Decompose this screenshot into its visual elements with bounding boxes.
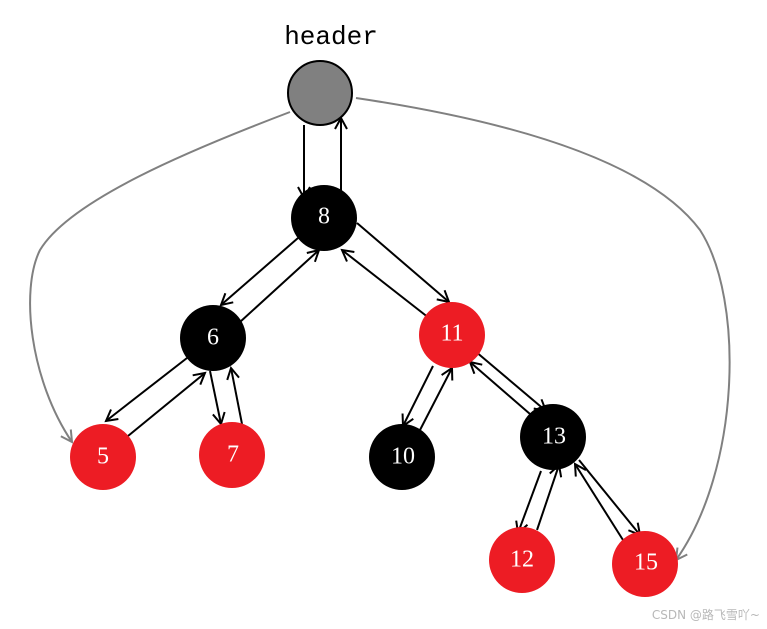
edge-6-to-5 bbox=[106, 357, 188, 421]
node-5: 5 bbox=[70, 424, 136, 490]
node-label: 13 bbox=[542, 424, 566, 450]
edge-13-to-12 bbox=[518, 470, 542, 533]
edge-12-to-13 bbox=[536, 465, 559, 531]
node-label: 10 bbox=[391, 444, 415, 470]
header-rightmost-link bbox=[355, 97, 731, 560]
edge-10-to-11 bbox=[419, 368, 452, 431]
edge-6-to-7 bbox=[209, 370, 221, 424]
edge-6-to-8 bbox=[239, 250, 319, 323]
header-label: header bbox=[284, 22, 378, 52]
edge-8-to-11 bbox=[356, 222, 449, 302]
node-label: 7 bbox=[227, 442, 239, 468]
node-label: 8 bbox=[318, 204, 330, 230]
edge-8-to-6 bbox=[221, 237, 299, 305]
edge-13-to-15 bbox=[578, 459, 640, 535]
node-10: 10 bbox=[369, 424, 435, 490]
edge-7-to-6 bbox=[231, 368, 243, 425]
node-11: 11 bbox=[419, 302, 485, 368]
node-label: 5 bbox=[97, 444, 109, 470]
node-label: 12 bbox=[510, 547, 534, 573]
node-15: 15 bbox=[612, 531, 678, 597]
header-leftmost-link bbox=[29, 111, 291, 442]
edge-13-to-11 bbox=[470, 362, 531, 415]
node-label: 6 bbox=[207, 325, 219, 351]
edge-15-to-13 bbox=[575, 464, 624, 541]
node-6: 6 bbox=[180, 305, 246, 371]
edge-11-to-10 bbox=[403, 365, 434, 426]
node-label: 11 bbox=[440, 321, 463, 347]
node-label: 15 bbox=[634, 550, 658, 576]
header-node bbox=[287, 60, 353, 126]
node-8: 8 bbox=[291, 185, 357, 251]
edge-11-to-13 bbox=[474, 350, 546, 411]
node-12: 12 bbox=[489, 527, 555, 593]
watermark: CSDN @路飞雪吖~ bbox=[652, 607, 760, 622]
node-7: 7 bbox=[199, 422, 265, 488]
edge-5-to-6 bbox=[127, 373, 205, 437]
node-13: 13 bbox=[520, 404, 586, 470]
edge-11-to-8 bbox=[342, 250, 430, 319]
